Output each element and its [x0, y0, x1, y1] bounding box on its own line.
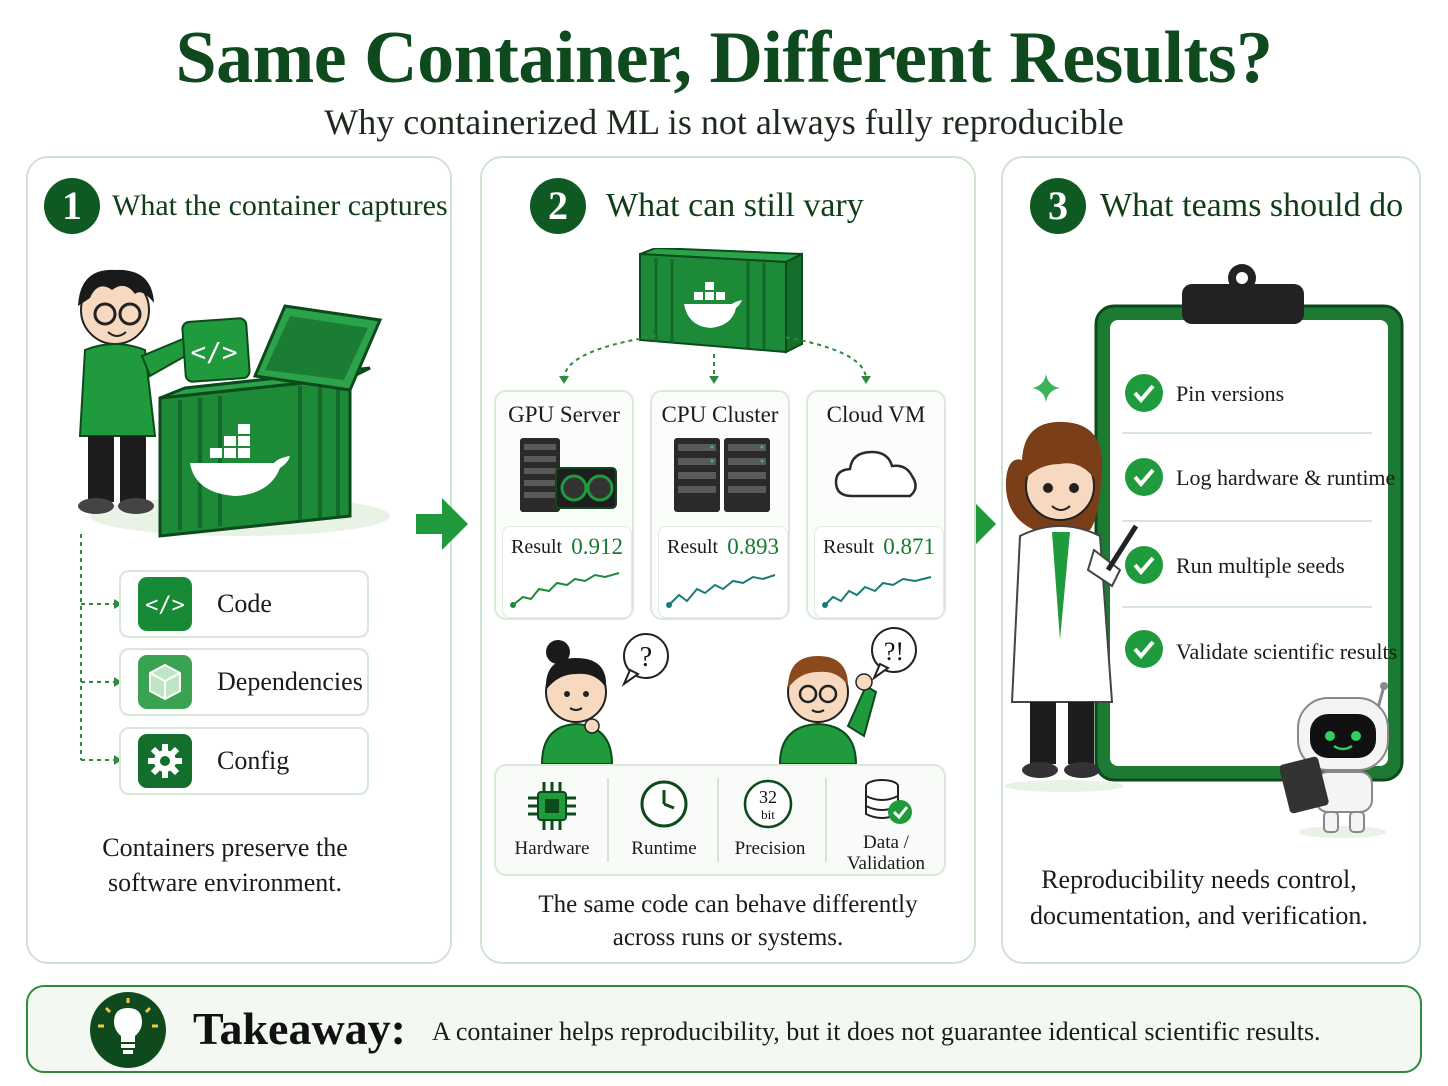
todo-item-log-hardware: Log hardware & runtime [1176, 465, 1396, 490]
code-card-glyph: </> [191, 338, 238, 368]
flow-arrow-1 [416, 498, 468, 550]
factor-label-hardware: Hardware [514, 838, 590, 859]
robot-assistant-illustration [1280, 682, 1389, 838]
result-box: Result 0.912 [502, 526, 632, 618]
scientist-illustration [1004, 421, 1139, 792]
panel3-caption-line2: documentation, and verification. [1030, 901, 1368, 930]
code-icon: </> [138, 577, 192, 631]
precision-icon: 32 bit [743, 779, 793, 829]
check-icon [1125, 458, 1163, 496]
lightbulb-icon [90, 992, 166, 1068]
result-sparkline [822, 576, 932, 608]
distribution-connector [559, 335, 871, 384]
clock-icon [640, 780, 688, 828]
takeaway-bar [26, 985, 1422, 1073]
tree-connector [80, 534, 122, 765]
takeaway-text: A container helps reproducibility, but i… [432, 1017, 1321, 1046]
result-value: 0.871 [883, 534, 935, 559]
result-box: Result 0.871 [814, 526, 944, 618]
svg-text:</>: </> [145, 593, 185, 618]
page-subtitle: Why containerized ML is not always fully… [324, 102, 1124, 142]
cube-icon [138, 655, 192, 709]
confused-person-man: ?! [778, 627, 917, 764]
panel1-caption-line1: Containers preserve the [102, 833, 348, 862]
capture-item-code: </> Code [119, 570, 369, 638]
result-sparkline [666, 574, 776, 608]
panel3-title: What teams should do [1100, 187, 1404, 224]
gear-icon [138, 734, 192, 788]
env-name: CPU Cluster [661, 402, 779, 427]
factor-dividers [607, 778, 827, 862]
page-title: Same Container, Different Results? [175, 17, 1273, 99]
step-number-1: 1 [44, 178, 100, 234]
todo-item-validate-results: Validate scientific results [1176, 639, 1398, 664]
step-number-2: 2 [530, 178, 586, 234]
developer-packing-container-illustration: </> [78, 269, 390, 538]
chip-icon [528, 782, 576, 830]
env-name: GPU Server [508, 402, 620, 427]
todo-item-pin-versions: Pin versions [1176, 381, 1285, 406]
factor-label-precision: Precision [734, 838, 806, 859]
precision-badge-top: 32 [759, 787, 777, 807]
capture-item-dependencies: Dependencies [119, 648, 369, 716]
factor-label-data-line1: Data / [863, 832, 909, 853]
step-number-3: 3 [1030, 178, 1086, 234]
env-name: Cloud VM [826, 402, 926, 427]
check-icon [1125, 374, 1163, 412]
panel2-caption-line2: across runs or systems. [612, 924, 844, 951]
result-label: Result [823, 536, 875, 558]
cloud-icon [834, 450, 917, 498]
env-card-cpu-cluster: CPU Cluster Result 0.893 [650, 390, 790, 620]
panel1-caption-line2: software environment. [108, 868, 342, 897]
confused-person-woman: ? [540, 633, 669, 764]
capture-item-label: Code [217, 589, 272, 618]
capture-item-label: Dependencies [217, 667, 363, 696]
clipboard-illustration [1094, 264, 1404, 782]
factor-label-runtime: Runtime [631, 838, 697, 859]
sparkle-icon [1032, 374, 1060, 402]
result-value: 0.893 [727, 534, 779, 559]
cpu-cluster-icon [674, 438, 770, 512]
surprise-bubble: ?! [884, 637, 904, 666]
result-label: Result [511, 536, 563, 558]
question-bubble: ? [640, 642, 652, 673]
todo-item-multiple-seeds: Run multiple seeds [1176, 553, 1345, 578]
todo-divider [1122, 520, 1372, 522]
check-icon [1125, 630, 1163, 668]
shipping-container-icon [639, 248, 803, 354]
env-card-gpu-server: GPU Server Result 0.912 [494, 390, 634, 620]
panel2-title: What can still vary [606, 187, 864, 224]
gpu-server-icon [520, 438, 617, 512]
panel1-title: What the container captures [112, 189, 448, 222]
env-card-cloud-vm: Cloud VM Result 0.871 [806, 390, 946, 620]
factor-label-data-line2: Validation [846, 853, 926, 874]
precision-badge-bottom: bit [761, 807, 775, 822]
panel2-caption-line1: The same code can behave differently [538, 891, 918, 918]
check-icon [1125, 546, 1163, 584]
todo-divider [1122, 606, 1372, 608]
capture-item-config: Config [119, 727, 369, 795]
result-label: Result [667, 536, 719, 558]
database-check-icon [865, 779, 912, 824]
takeaway-label: Takeaway: [193, 1003, 406, 1054]
panel3-caption-line1: Reproducibility needs control, [1041, 865, 1357, 894]
result-value: 0.912 [571, 534, 623, 559]
result-sparkline [510, 572, 620, 608]
result-box: Result 0.893 [658, 526, 788, 618]
todo-divider [1122, 432, 1372, 434]
capture-item-label: Config [217, 746, 290, 775]
